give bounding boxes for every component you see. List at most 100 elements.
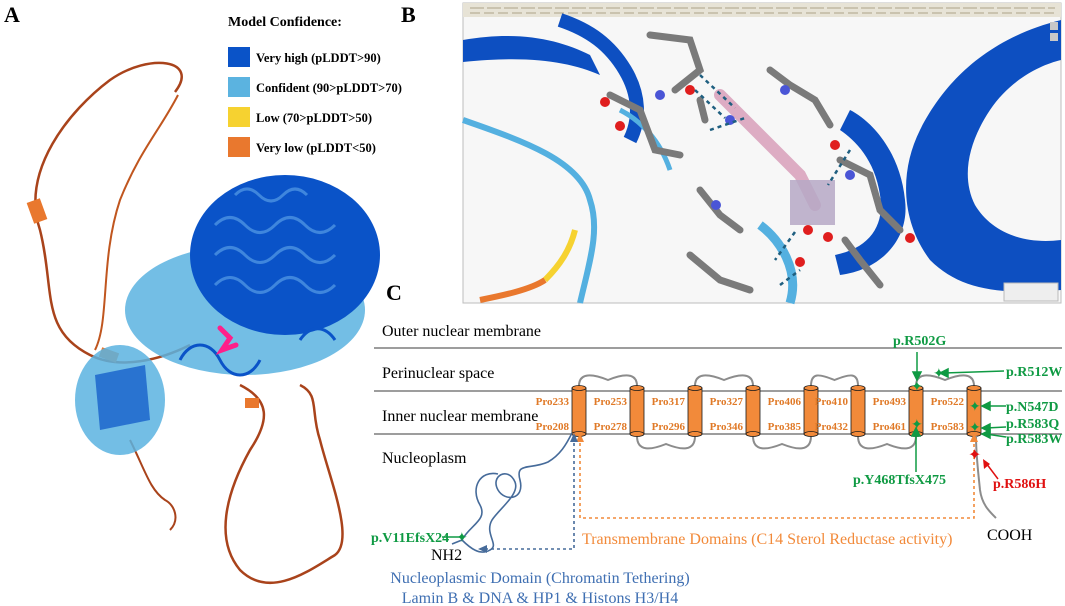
beta-strand-core <box>95 365 150 430</box>
interhelix-loop <box>578 374 638 387</box>
proline-label-top: Pro327 <box>710 396 744 408</box>
nh2-label: NH2 <box>431 547 462 564</box>
mutation-n547d-label: p.N547D <box>1006 400 1059 415</box>
disordered-tail <box>129 439 177 531</box>
low-conf-segment-3 <box>245 398 259 408</box>
tm-helix <box>629 385 645 437</box>
ligand-ring <box>790 180 835 225</box>
r586h-arrowhead <box>983 459 990 469</box>
low-conf-segment <box>26 198 48 224</box>
helix-ribbon-topleft <box>463 35 600 75</box>
legend-swatch <box>228 47 250 67</box>
proline-label-bottom: Pro583 <box>931 421 965 433</box>
viewer-toolbar-buttons[interactable] <box>470 7 1055 14</box>
proline-label-top: Pro253 <box>594 396 628 408</box>
confidence-legend: Very high (pLDDT>90) Confident (90>pLDDT>… <box>228 47 402 157</box>
disordered-loop-lower <box>224 383 344 585</box>
r586h-star: ✦ <box>968 445 981 464</box>
tm-bracket-arrow-left <box>576 433 584 442</box>
ligand-stick <box>215 325 239 355</box>
viewer-nav-button[interactable] <box>1050 22 1058 30</box>
tm-helix <box>803 385 819 437</box>
proline-labels-bottom: Pro208 Pro278 Pro296 Pro346 Pro385 Pro432 Pro4… <box>536 421 965 433</box>
svg-text:✦: ✦ <box>911 379 923 395</box>
panel-a: A Model Confidence: Very high (pLDDT>90)… <box>4 2 402 585</box>
perinuclear-space-label: Perinuclear space <box>382 365 494 382</box>
residue-sticks <box>606 31 904 294</box>
legend-swatch <box>228 137 250 157</box>
legend-label: Very low (pLDDT<50) <box>256 141 376 155</box>
helix-ribbon-center <box>835 110 906 275</box>
mutation-r586h-label: p.R586H <box>993 477 1046 492</box>
panel-c: C Outer nuclear membrane Perinuclear spa… <box>371 280 1062 606</box>
tm-helix <box>687 385 703 437</box>
cterm-tail <box>975 435 997 519</box>
mutation-y468-label: p.Y468TfsX475 <box>853 473 946 488</box>
nh2-tail <box>451 539 463 545</box>
interhelix-loop <box>857 435 917 450</box>
proline-label-top: Pro233 <box>536 396 570 408</box>
loop-ribbon <box>462 117 598 304</box>
proline-label-top: Pro410 <box>815 396 849 408</box>
proline-label-bottom: Pro461 <box>873 421 906 433</box>
viewer-status-box <box>1003 282 1059 302</box>
proline-labels-top: Pro233 Pro253 Pro317 Pro327 Pro406 Pro410 Pro4… <box>536 396 965 408</box>
proline-label-top: Pro493 <box>873 396 907 408</box>
mutation-r512w-label: p.R512W <box>1006 365 1062 380</box>
tm-domain-bracket <box>579 437 975 519</box>
tm-domain-label: Transmembrane Domains (C14 Sterol Reduct… <box>582 531 952 548</box>
low-conf-loop <box>542 229 578 283</box>
nitrogen-atoms <box>655 85 855 210</box>
svg-text:✦: ✦ <box>456 530 468 546</box>
disordered-loop-upper-2 <box>94 94 179 351</box>
tm-helix <box>571 385 587 437</box>
viewer-toolbar[interactable] <box>463 3 1061 17</box>
inner-membrane-label: Inner nuclear membrane <box>382 408 538 425</box>
legend-label: Confident (90>pLDDT>70) <box>256 81 402 95</box>
mutation-r583w-label: p.R583W <box>1006 432 1062 447</box>
proline-label-bottom: Pro432 <box>815 421 849 433</box>
panel-b: B <box>401 2 1062 305</box>
proline-label-top: Pro317 <box>652 396 686 408</box>
proline-label-bottom: Pro296 <box>652 421 686 433</box>
interhelix-loop <box>810 374 859 387</box>
legend-swatch <box>228 77 250 97</box>
outer-membrane-label: Outer nuclear membrane <box>382 323 541 340</box>
tm-helix <box>850 385 866 437</box>
np-bracket-arrow-top <box>570 433 578 442</box>
tm-helix <box>745 385 761 437</box>
loop-ribbon-bottom <box>757 221 798 305</box>
legend-label: Very high (pLDDT>90) <box>256 51 381 65</box>
very-low-loop <box>479 277 547 303</box>
legend-label: Low (70>pLDDT>50) <box>256 111 372 125</box>
proline-label-top: Pro522 <box>931 396 965 408</box>
panel-a-letter: A <box>4 2 20 27</box>
np-bracket-arrow-left <box>478 545 487 553</box>
nucleoplasm-label: Nucleoplasm <box>382 450 467 467</box>
panel-b-letter: B <box>401 2 416 27</box>
helix-ribbon-right <box>906 20 1061 292</box>
np-domain-bracket <box>486 437 575 550</box>
viewer-nav-button[interactable] <box>1050 33 1058 41</box>
proline-label-bottom: Pro385 <box>768 421 802 433</box>
oxygen-atoms <box>600 85 915 267</box>
np-domain-label: Nucleoplasmic Domain (Chromatin Tetherin… <box>390 570 689 587</box>
svg-text:✦: ✦ <box>911 417 923 433</box>
legend-title: Model Confidence: <box>228 15 342 30</box>
np-domain-ligands-label: Lamin B & DNA & HP1 & Histons H3/H4 <box>402 590 678 606</box>
interhelix-loop <box>915 374 975 387</box>
legend-swatch <box>228 107 250 127</box>
mutation-markers <box>442 352 1007 538</box>
interhelix-loop <box>752 435 812 450</box>
transmembrane-helices <box>571 385 982 437</box>
proline-label-bottom: Pro208 <box>536 421 570 433</box>
nucleoplasmic-domain-coil <box>461 432 573 553</box>
panel-c-letter: C <box>386 280 402 305</box>
proline-label-top: Pro406 <box>768 396 802 408</box>
proline-label-bottom: Pro346 <box>710 421 744 433</box>
cooh-label: COOH <box>987 527 1033 544</box>
svg-text:✦: ✦ <box>969 420 981 436</box>
proline-label-bottom: Pro278 <box>594 421 628 433</box>
helix-coils <box>213 187 337 294</box>
